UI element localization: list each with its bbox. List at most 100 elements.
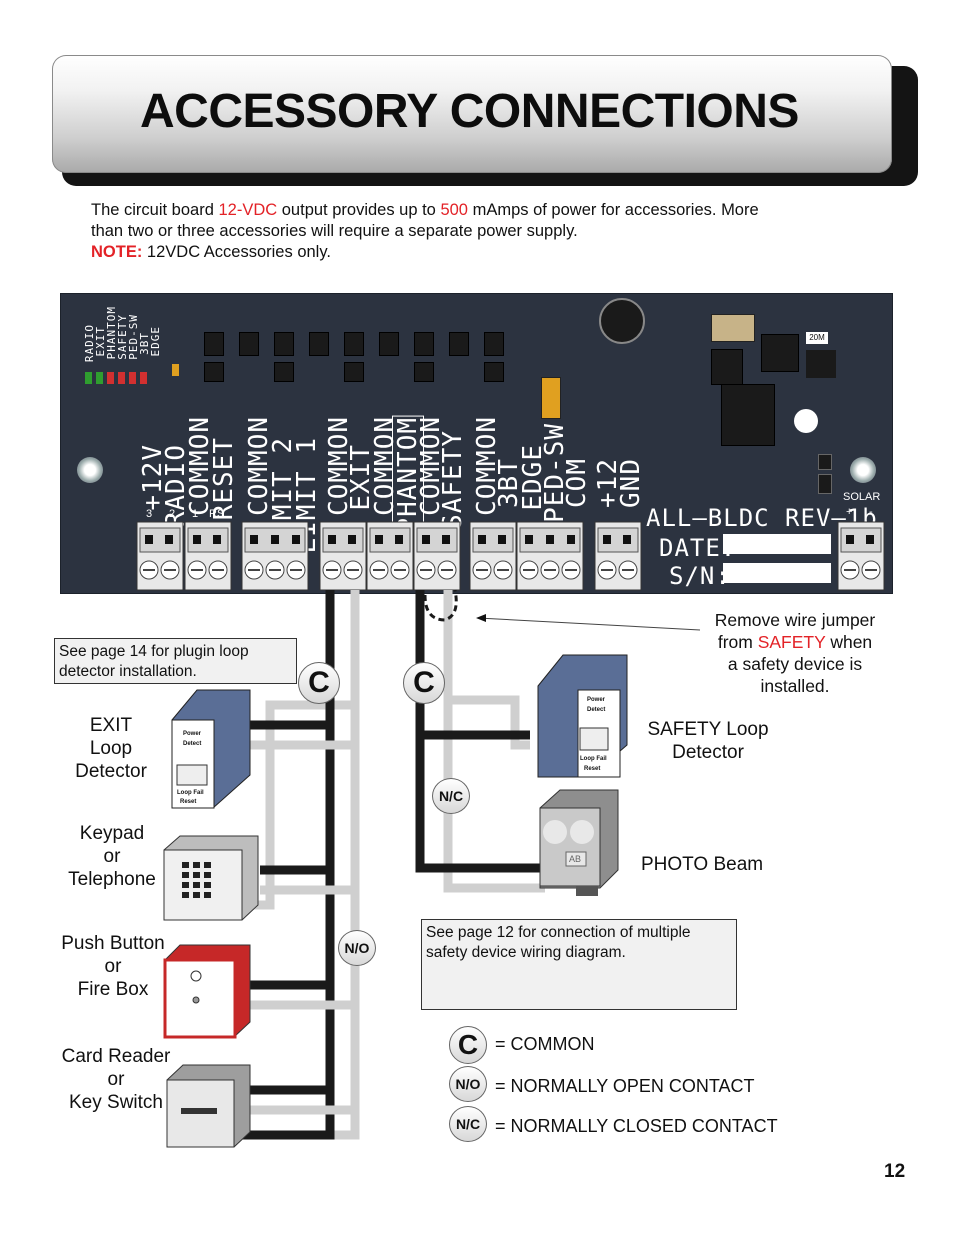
exit-detector-label: EXIT Loop Detector <box>58 714 164 783</box>
chip <box>761 334 799 372</box>
note-label: NOTE: <box>91 243 143 261</box>
safety-loopfail-label: Loop Fail <box>580 756 607 762</box>
pin-2: 2 <box>169 508 176 520</box>
led-red <box>107 372 114 384</box>
led-orange <box>172 364 179 376</box>
multiple-safety-note: See page 12 for connection of multiple s… <box>421 919 737 1010</box>
legend-no-icon: N/O <box>449 1066 487 1102</box>
terminal-block <box>837 521 885 591</box>
safety-power-label: Power <box>587 697 606 703</box>
jumper-note: Remove wire jumper from SAFETY when a sa… <box>690 609 900 697</box>
resistor-block <box>711 314 755 342</box>
fuse <box>818 474 832 494</box>
label-line: Key Switch <box>69 1092 163 1113</box>
label-line: Fire Box <box>77 979 149 1000</box>
pin-rs: RS <box>209 508 225 520</box>
date-label: DATE: <box>659 534 737 562</box>
common-marker: C <box>403 662 445 704</box>
safety-detector-label: SAFETY Loop Detector <box>636 718 780 764</box>
jumper-note-line: installed. <box>760 676 830 696</box>
pointer-arrow <box>476 614 486 622</box>
led-green <box>96 372 103 384</box>
label-line: or <box>107 1069 125 1090</box>
label-line: Push Button <box>61 933 165 954</box>
photo-lens-label: AB <box>569 854 582 864</box>
photo-beam-label: PHOTO Beam <box>641 854 764 875</box>
voltage-value: 12-VDC <box>218 201 278 219</box>
solar-minus: - <box>869 506 873 518</box>
legend-nc-text: = NORMALLY CLOSED CONTACT <box>495 1116 778 1136</box>
terminal-block <box>366 521 414 591</box>
title-banner <box>52 55 892 173</box>
label-line: Telephone <box>68 869 156 890</box>
chip <box>239 332 259 356</box>
label-line: Card Reader <box>61 1046 171 1067</box>
intro-line-1: The circuit board 12-VDC output provides… <box>91 200 759 221</box>
terminal-block <box>594 521 642 591</box>
push-button-label: Push Button or Fire Box <box>53 932 173 1001</box>
terminal-block <box>241 521 309 591</box>
jumper-wire <box>423 589 458 622</box>
terminal-block <box>413 521 461 591</box>
legend-nc-icon: N/C <box>449 1106 487 1142</box>
chip <box>484 332 504 356</box>
intro-text: mAmps of power for accessories. More <box>467 201 759 219</box>
common-marker: C <box>298 662 340 704</box>
serial-label: S/N: <box>669 562 731 590</box>
intro-text: output provides up to <box>277 201 441 219</box>
terminal-block <box>136 521 184 591</box>
led-red <box>140 372 147 384</box>
exit-detect-label: Detect <box>183 741 202 747</box>
label-line: Loop <box>89 738 133 759</box>
solar-label: SOLAR <box>843 491 881 503</box>
chip <box>204 332 224 356</box>
legend-common-text: = COMMON <box>495 1034 595 1054</box>
mounting-hole <box>77 457 103 483</box>
exit-reset-label: Reset <box>180 799 197 805</box>
regulator <box>711 349 743 385</box>
chip <box>806 350 836 378</box>
page-number: 12 <box>884 1161 906 1182</box>
legend-common-icon: C <box>449 1026 487 1064</box>
pointer-line <box>477 617 701 631</box>
safety-detect-label: Detect <box>587 707 606 713</box>
nc-marker: N/C <box>432 778 470 814</box>
terminal-block <box>184 521 232 591</box>
jumper-note-line: a safety device is <box>727 654 863 674</box>
exit-loopfail-label: Loop Fail <box>177 790 204 796</box>
fuse <box>818 454 832 470</box>
jumper-note-line: from SAFETY when <box>690 631 900 653</box>
note-text: 12VDC Accessories only. <box>142 243 331 261</box>
chip <box>274 332 294 356</box>
chip <box>449 332 469 356</box>
fire-box-device <box>163 944 251 1039</box>
date-field <box>723 534 831 554</box>
terminal-block <box>516 521 584 591</box>
safety-reset-label: Reset <box>584 766 601 772</box>
jumper-note-line: Remove wire jumper <box>714 610 876 630</box>
card-reader-device <box>166 1064 251 1148</box>
chip <box>309 332 329 356</box>
led-red <box>118 372 125 384</box>
serial-field <box>723 563 831 583</box>
mounting-hole <box>850 457 876 483</box>
jumper-note-text: when <box>825 632 873 652</box>
chip <box>414 362 434 382</box>
safety-loop-detector <box>537 654 628 778</box>
led-green <box>85 372 92 384</box>
exit-loop-detector <box>171 689 251 809</box>
label-line: EXIT <box>89 715 133 736</box>
crystal <box>794 409 818 433</box>
keypad-label: Keypad or Telephone <box>56 822 168 891</box>
chip <box>344 332 364 356</box>
label-line: Detector <box>672 742 744 763</box>
chip <box>344 362 364 382</box>
photo-beam-device <box>539 789 619 896</box>
intro-note: NOTE: 12VDC Accessories only. <box>91 242 331 263</box>
chip <box>274 362 294 382</box>
intro-text: The circuit board <box>91 201 219 219</box>
keypad-device <box>163 835 259 921</box>
inductor <box>721 384 775 446</box>
card-reader-label: Card Reader or Key Switch <box>50 1045 182 1114</box>
